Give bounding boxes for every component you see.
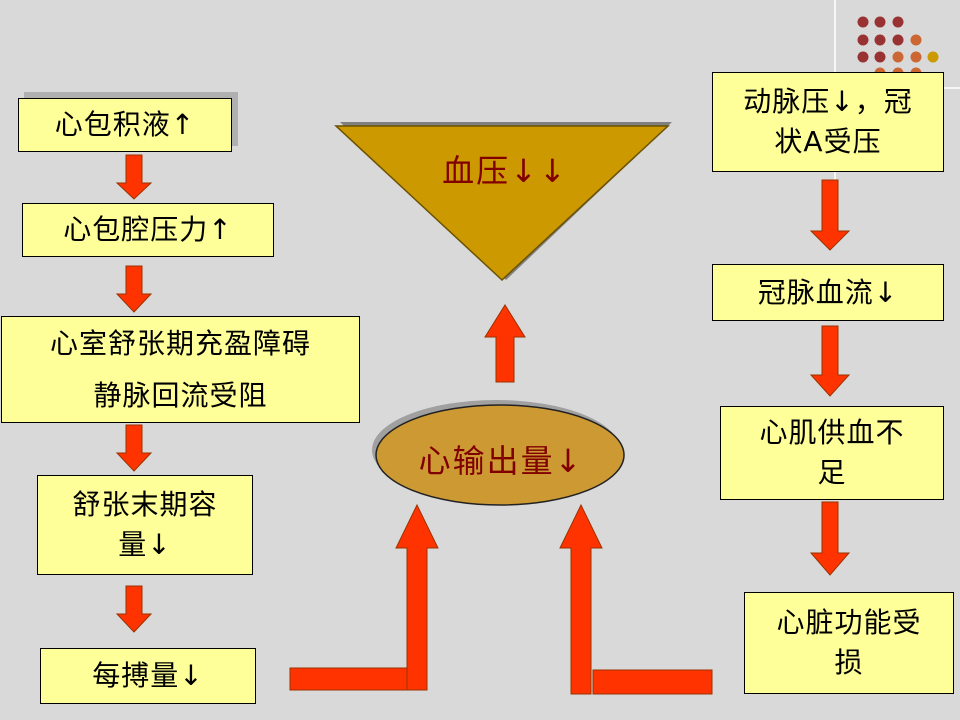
arrow-down-right-2 xyxy=(809,325,851,397)
box-diastolic-filling: 心室舒张期充盈障碍 静脉回流受阻 xyxy=(1,316,360,423)
blood-pressure-triangle xyxy=(334,125,670,282)
box-label-line1: 心室舒张期充盈障碍 xyxy=(49,326,311,360)
arrow-down-left-4 xyxy=(115,585,153,633)
box-label: 每搏量↓ xyxy=(92,659,204,692)
arrow-horizontal-left xyxy=(289,667,408,691)
box-stroke-volume: 每搏量↓ xyxy=(40,648,256,704)
box-label: 心包积液↑ xyxy=(54,108,196,141)
box-cardiac-function: 心脏功能受 损 xyxy=(744,592,954,694)
cardiac-output-oval xyxy=(375,404,625,506)
box-label: 冠脉血流↓ xyxy=(757,275,899,309)
box-label-line1: 心肌供血不 xyxy=(759,416,905,449)
box-label-line1: 动脉压↓，冠 xyxy=(743,85,913,118)
arrow-horizontal-right xyxy=(592,669,713,695)
box-label-line2: 足 xyxy=(817,456,847,489)
box-pericardial-pressure: 心包腔压力↑ xyxy=(22,203,274,257)
box-label-line2: 量↓ xyxy=(118,528,172,561)
arrow-down-left-2 xyxy=(115,265,153,313)
box-end-diastolic-volume: 舒张末期容 量↓ xyxy=(37,475,253,575)
arrow-up-center xyxy=(484,304,526,383)
arrow-down-right-3 xyxy=(809,501,851,576)
box-label: 心包腔压力↑ xyxy=(63,213,233,246)
arrow-down-left-3 xyxy=(115,424,153,472)
oval-label: 心输出量↓ xyxy=(418,442,584,480)
arrow-up-right xyxy=(559,503,603,695)
box-label-line2: 静脉回流受阻 xyxy=(93,378,268,412)
arrow-up-left xyxy=(395,503,439,691)
box-label-line1: 舒张末期容 xyxy=(72,488,218,521)
arrow-down-left-1 xyxy=(115,154,153,200)
box-coronary-flow: 冠脉血流↓ xyxy=(712,264,944,321)
arrow-down-right-1 xyxy=(809,179,851,251)
box-label-line2: 状A受压 xyxy=(774,125,882,158)
triangle-label: 血压↓↓ xyxy=(442,152,568,190)
box-label-line2: 损 xyxy=(834,646,864,679)
box-label-line1: 心脏功能受 xyxy=(776,606,922,639)
box-arterial-pressure: 动脉压↓，冠 状A受压 xyxy=(712,72,944,172)
box-myocardial-supply: 心肌供血不 足 xyxy=(720,406,944,500)
box-pericardial-effusion: 心包积液↑ xyxy=(18,98,232,152)
